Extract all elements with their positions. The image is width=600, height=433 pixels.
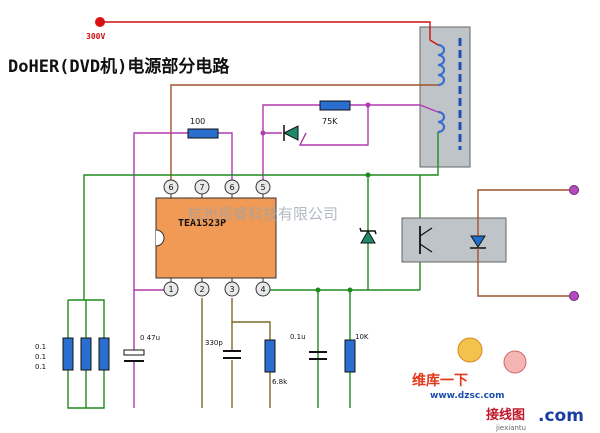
ic-pin-top-5: 5	[255, 179, 271, 198]
wire-300v	[100, 21, 439, 46]
diagram-title: DoHER(DVD机)电源部分电路	[8, 56, 230, 77]
logo-right-pinyin: jiexiantu	[495, 424, 526, 432]
svg-text:5: 5	[260, 183, 265, 192]
capacitor-330p	[223, 350, 241, 359]
wire-pin5-diode	[262, 104, 320, 183]
res-bank-value-2: 0.1	[35, 353, 46, 361]
resistor-bank-2	[80, 337, 92, 371]
wire-bank-frame	[67, 299, 105, 409]
node-pin5	[260, 130, 266, 136]
svg-text:2: 2	[199, 285, 204, 294]
ic-label: TEA1523P	[178, 218, 226, 229]
wire-100-left	[133, 132, 188, 290]
supply-label: 300V	[86, 32, 105, 41]
svg-text:6: 6	[229, 183, 234, 192]
capacitor-47u	[123, 349, 145, 362]
watermark: 杭州将睿科技有限公司	[188, 205, 338, 223]
logo-site-text: www.dzsc.com	[430, 391, 504, 401]
zener-diode	[359, 227, 377, 244]
optocoupler-box	[401, 217, 507, 263]
output-terminal-top	[569, 185, 579, 195]
resistor-10k	[344, 339, 356, 373]
node-pin4	[315, 287, 321, 293]
capacitor-0_1u	[309, 351, 327, 360]
transformer-box	[419, 26, 471, 168]
opto-transistor	[419, 226, 433, 254]
svg-text:6: 6	[168, 183, 173, 192]
wire-aux-coil	[368, 104, 439, 113]
resistor-bank-3	[98, 337, 110, 371]
cap-47u-label: 0 47u	[140, 334, 160, 342]
res-6_8k-label: 6.8k	[272, 378, 288, 386]
resistor-75k-label: 75K	[322, 117, 338, 126]
node-10k	[347, 287, 353, 293]
node-75k	[365, 102, 371, 108]
logo-left-text: 维库一下	[412, 372, 468, 389]
svg-text:1: 1	[168, 285, 173, 294]
ic-pin-top-6a: 6	[163, 179, 179, 198]
wire-100-right	[218, 132, 233, 183]
resistor-75k	[319, 100, 351, 111]
ic-pin-bottom-4: 4	[255, 278, 271, 297]
wire-pin3	[231, 298, 271, 340]
ic-tea1523p	[155, 197, 277, 279]
resistor-bank-1	[62, 337, 74, 371]
primary-coil	[437, 43, 446, 87]
wire-75k-right	[298, 104, 369, 146]
wire-output-bottom	[477, 248, 574, 297]
res-bank-value-1: 0.1	[35, 343, 46, 351]
logo-right-com: .com	[538, 406, 584, 426]
ic-notch	[155, 229, 165, 247]
wire-primary-to-pin6	[170, 84, 438, 183]
wire-aux-gnd	[420, 132, 439, 176]
ic-pin-bottom-1: 1	[163, 278, 179, 297]
output-terminal-bottom	[569, 291, 579, 301]
auxiliary-coil	[437, 110, 446, 134]
ic-pin-bottom-3: 3	[224, 278, 240, 297]
cap-330p-label: 330p	[205, 339, 223, 347]
node-zener-top	[365, 172, 371, 178]
diode-feedback	[282, 125, 299, 141]
wire-output-top	[477, 189, 574, 236]
ic-pin-bottom-2: 2	[194, 278, 210, 297]
ic-pin-top-6b: 6	[224, 179, 240, 198]
svg-text:7: 7	[199, 183, 204, 192]
resistor-6_8k	[264, 339, 276, 373]
ic-pin-top-7: 7	[194, 179, 210, 198]
logo-right-cn: 接线图	[486, 407, 525, 423]
logo-jiexiantu: 接线图 .com jiexiantu	[486, 406, 584, 432]
res-bank-value-3: 0.1	[35, 363, 46, 371]
resistor-100-label: 100	[190, 117, 205, 126]
cap-0_1u-label: 0.1u	[290, 333, 306, 341]
resistor-100	[187, 128, 219, 139]
logo-dzsc: 维库一下 www.dzsc.com	[412, 337, 527, 401]
wire-pin6-green	[83, 174, 232, 300]
res-10k-label: 10K	[355, 333, 369, 341]
svg-text:4: 4	[260, 285, 265, 294]
svg-text:3: 3	[229, 285, 234, 294]
wire-pin1	[133, 289, 171, 350]
